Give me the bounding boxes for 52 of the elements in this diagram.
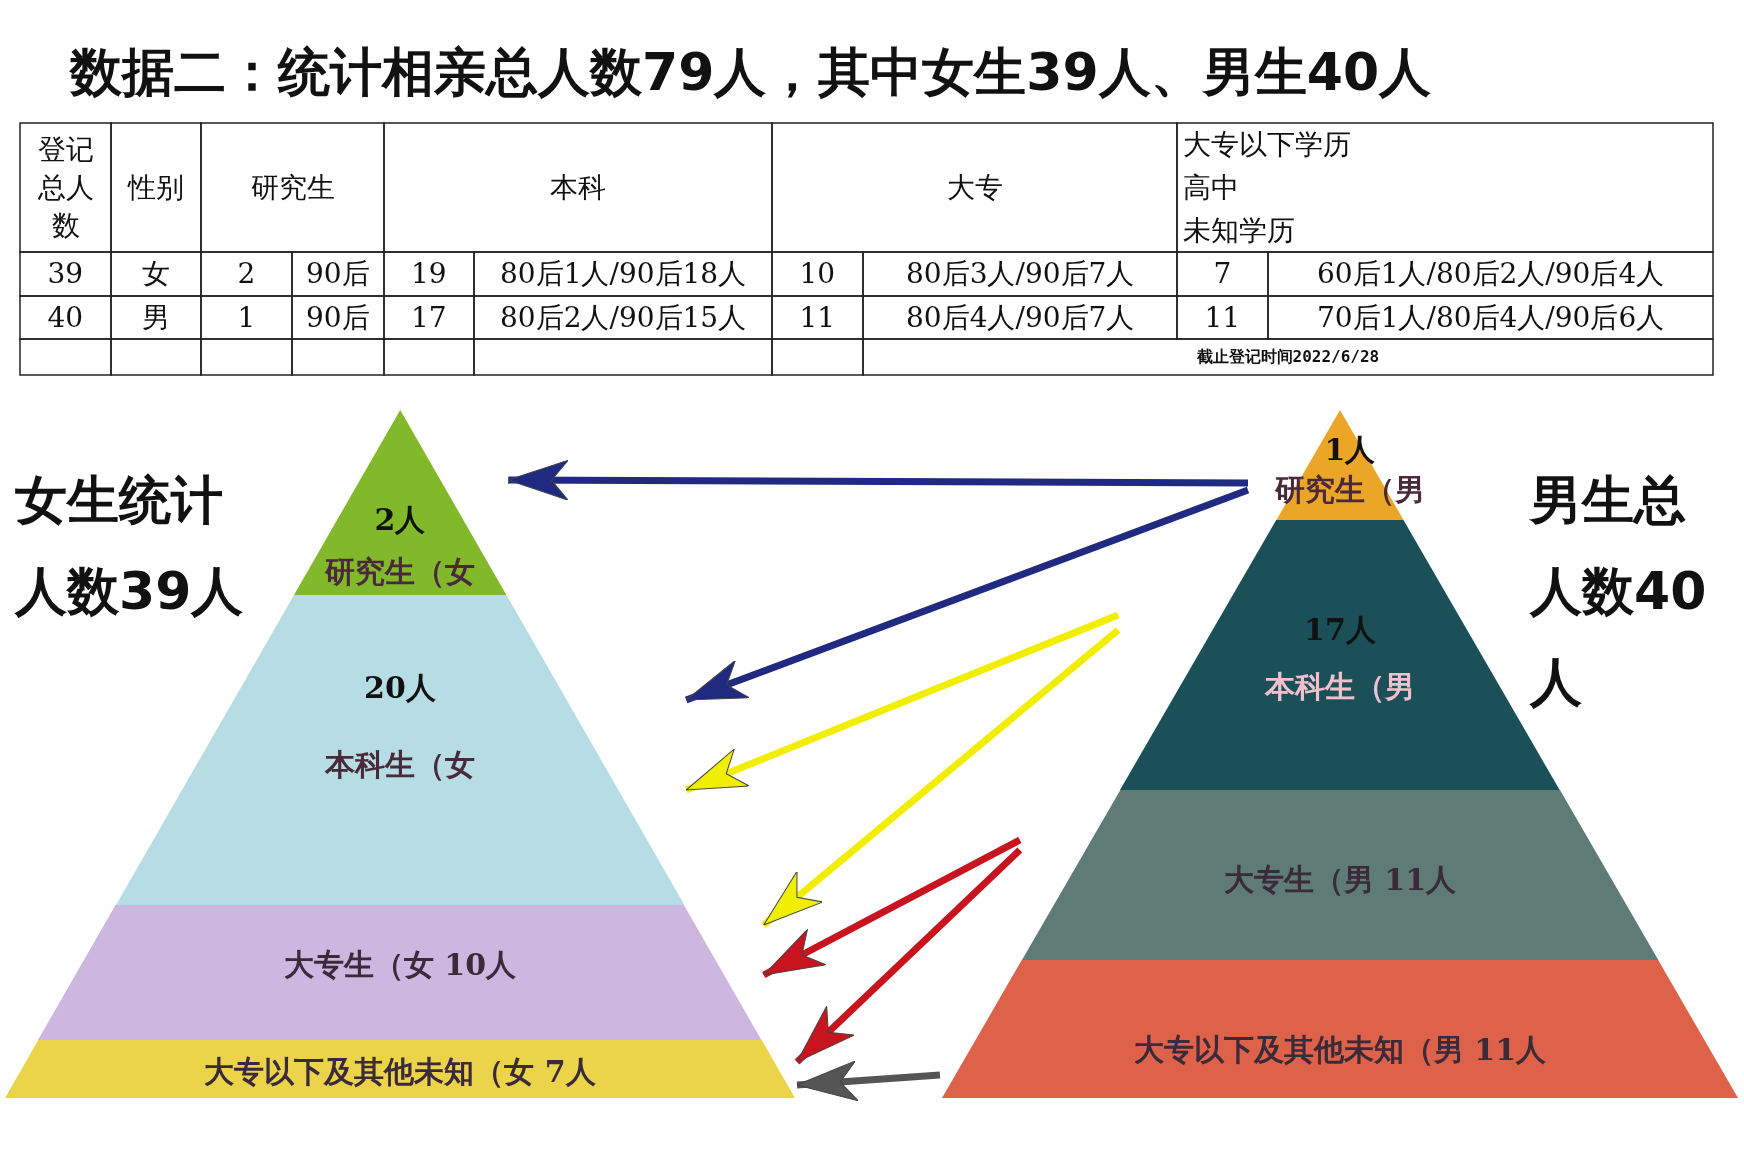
pyramid-band: [38, 905, 762, 1040]
band-label: 2人: [373, 502, 427, 538]
table-value: 男: [142, 299, 170, 336]
pyramid-band: [1021, 790, 1659, 960]
band-label: 17人: [1303, 612, 1377, 648]
table-value: 70后1人/80后4人/90后6人: [1317, 299, 1665, 336]
table-value: 39: [47, 256, 84, 292]
table-value: 11: [799, 299, 836, 336]
column-header: 大专: [946, 169, 1003, 206]
arrow: [684, 486, 1250, 704]
column-header: 本科: [550, 169, 606, 206]
table-value: 女: [142, 256, 170, 292]
arrow: [762, 836, 1022, 979]
arrow: [684, 611, 1120, 794]
column-header: 登记总人数: [36, 131, 95, 244]
band-label: 20人: [363, 670, 437, 706]
band-label: 大专以下及其他未知（女 7人: [203, 1054, 597, 1090]
table-value: 2: [237, 256, 256, 292]
band-label: 本科生（女: [323, 747, 476, 783]
column-header: 高中: [1183, 169, 1239, 206]
table-value: 17: [411, 299, 447, 336]
column-header: 大专以下学历: [1183, 126, 1351, 163]
column-header: 性别: [128, 169, 184, 206]
pyramid-band: [5, 1040, 795, 1098]
table-value: 80后1人/90后18人: [500, 256, 747, 292]
band-label: 大专以下及其他未知（男 11人: [1132, 1032, 1548, 1068]
side-heading: 男生总人数40人: [1530, 469, 1708, 714]
registration-date-note: 截止登记时间2022/6/28: [1196, 346, 1380, 368]
table-value: 80后3人/90后7人: [906, 256, 1135, 292]
column-header: 研究生: [250, 169, 335, 206]
band-label: 本科生（男: [1263, 669, 1416, 705]
band-label: 大专生（男 11人: [1222, 862, 1458, 898]
table-value: 90后: [306, 256, 370, 292]
table-value: 80后2人/90后15人: [500, 299, 747, 336]
table-value: 19: [411, 256, 447, 292]
column-header: 未知学历: [1183, 212, 1295, 249]
arrow: [794, 847, 1023, 1065]
band-label: 研究生（女: [324, 554, 476, 590]
table-value: 80后4人/90后7人: [906, 299, 1135, 336]
arrow: [761, 627, 1121, 928]
table-value: 11: [1204, 299, 1241, 336]
table-value: 10: [799, 256, 836, 292]
arrow: [796, 1060, 941, 1102]
table-value: 7: [1213, 256, 1232, 292]
table-value: 90后: [306, 299, 370, 336]
title: 数据二：统计相亲总人数79人，其中女生39人、男生40人: [70, 41, 1432, 104]
table-value: 1: [237, 299, 256, 336]
pyramid-band: [942, 960, 1738, 1098]
band-label: 大专生（女 10人: [282, 947, 518, 983]
table-value: 60后1人/80后2人/90后4人: [1317, 256, 1665, 292]
side-heading: 女生统计人数39人: [15, 469, 245, 623]
table-value: 40: [47, 299, 84, 336]
